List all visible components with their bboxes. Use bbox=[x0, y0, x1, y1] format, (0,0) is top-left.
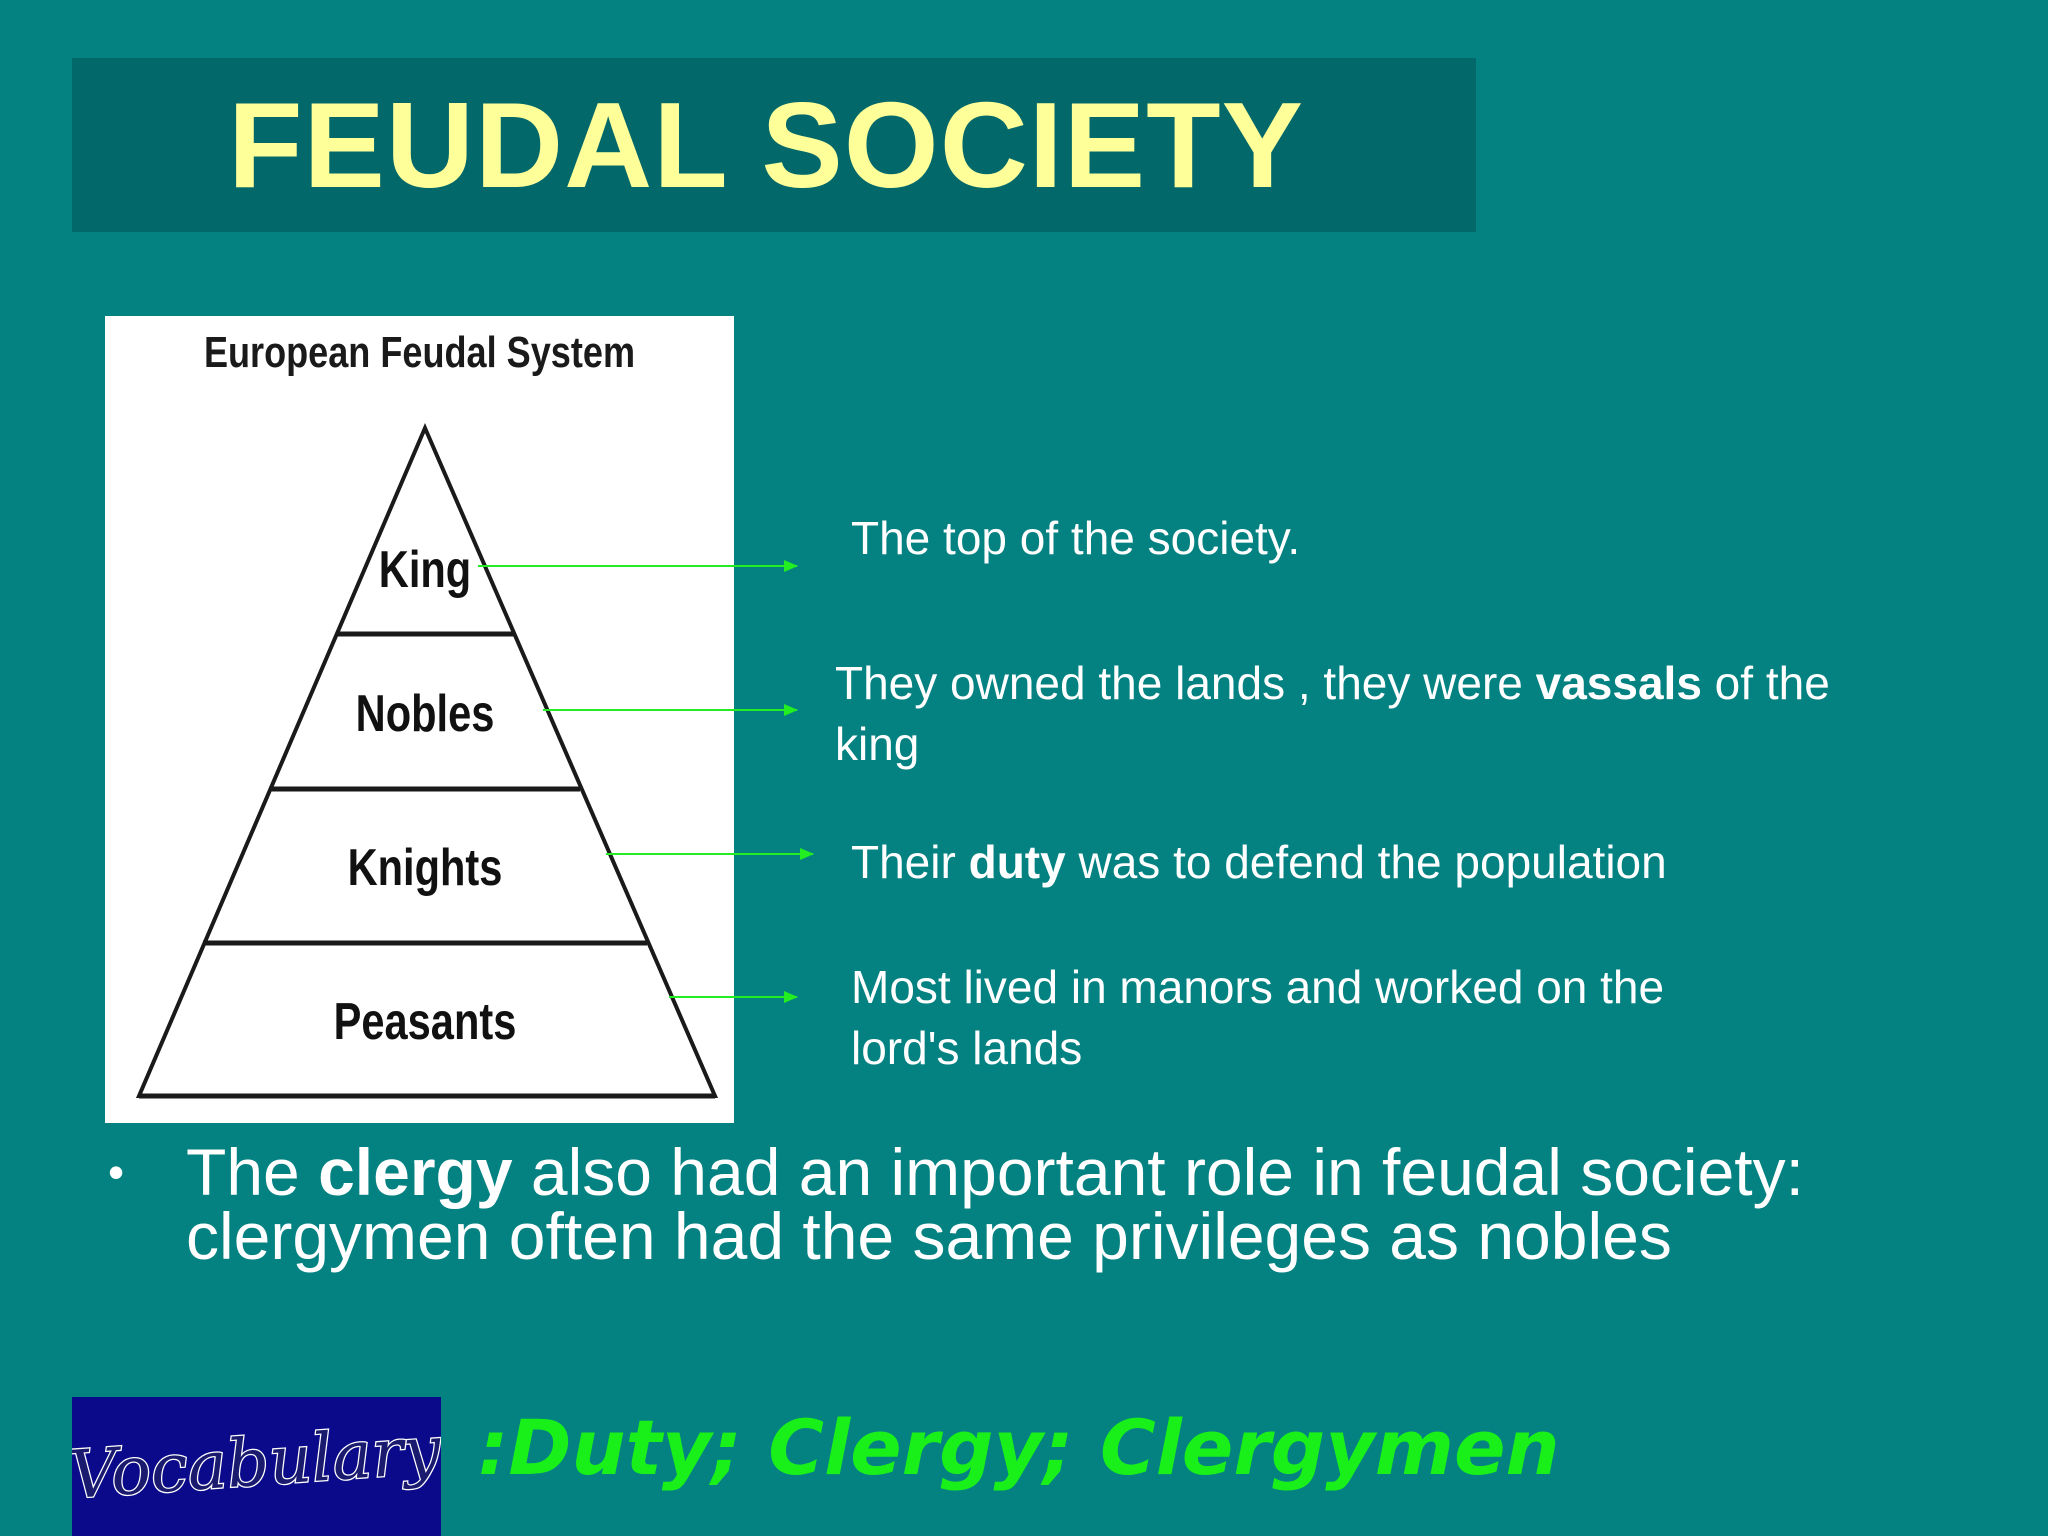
slide-title: FEUDAL SOCIETY bbox=[228, 77, 1304, 213]
bullet-text: The clergy also had an important role in… bbox=[186, 1139, 1966, 1269]
vocabulary-badge-label: Vocabulary bbox=[72, 1411, 441, 1514]
vocabulary-badge-svg: Vocabulary bbox=[72, 1410, 441, 1515]
emphasis-text: duty bbox=[968, 836, 1066, 888]
text-segment: of the king bbox=[835, 657, 1830, 770]
vocabulary-words: :Duty; Clergy; Clergymen bbox=[478, 1403, 1560, 1492]
description-king: The top of the society. bbox=[851, 508, 1851, 569]
feudal-pyramid-diagram: European Feudal System King Nobles Knigh… bbox=[105, 316, 734, 1123]
text-segment: The top of the society. bbox=[851, 512, 1301, 564]
title-band: FEUDAL SOCIETY bbox=[72, 58, 1476, 232]
description-knights: Their duty was to defend the population bbox=[851, 832, 1851, 893]
tier-label-nobles: Nobles bbox=[355, 685, 495, 743]
pyramid-svg bbox=[135, 422, 719, 1099]
text-segment: Most lived in manors and worked on the l… bbox=[851, 961, 1665, 1074]
text-segment: also had an important role in feudal soc… bbox=[186, 1135, 1804, 1273]
emphasis-text: vassals bbox=[1535, 657, 1702, 709]
diagram-title: European Feudal System bbox=[203, 328, 636, 377]
emphasis-text: clergy bbox=[318, 1135, 513, 1209]
text-segment: They owned the lands , they were bbox=[835, 657, 1536, 709]
text-segment: was to defend the population bbox=[1065, 836, 1667, 888]
description-peasants: Most lived in manors and worked on the l… bbox=[851, 957, 1771, 1079]
bullet-marker: • bbox=[108, 1146, 125, 1198]
tier-label-peasants: Peasants bbox=[333, 993, 517, 1051]
vocabulary-badge: Vocabulary bbox=[72, 1397, 441, 1536]
tier-label-king: King bbox=[378, 541, 472, 599]
text-segment: The bbox=[186, 1135, 319, 1209]
description-nobles: They owned the lands , they were vassals… bbox=[835, 653, 1875, 775]
text-segment: Their bbox=[851, 836, 969, 888]
tier-label-knights: Knights bbox=[347, 839, 503, 897]
